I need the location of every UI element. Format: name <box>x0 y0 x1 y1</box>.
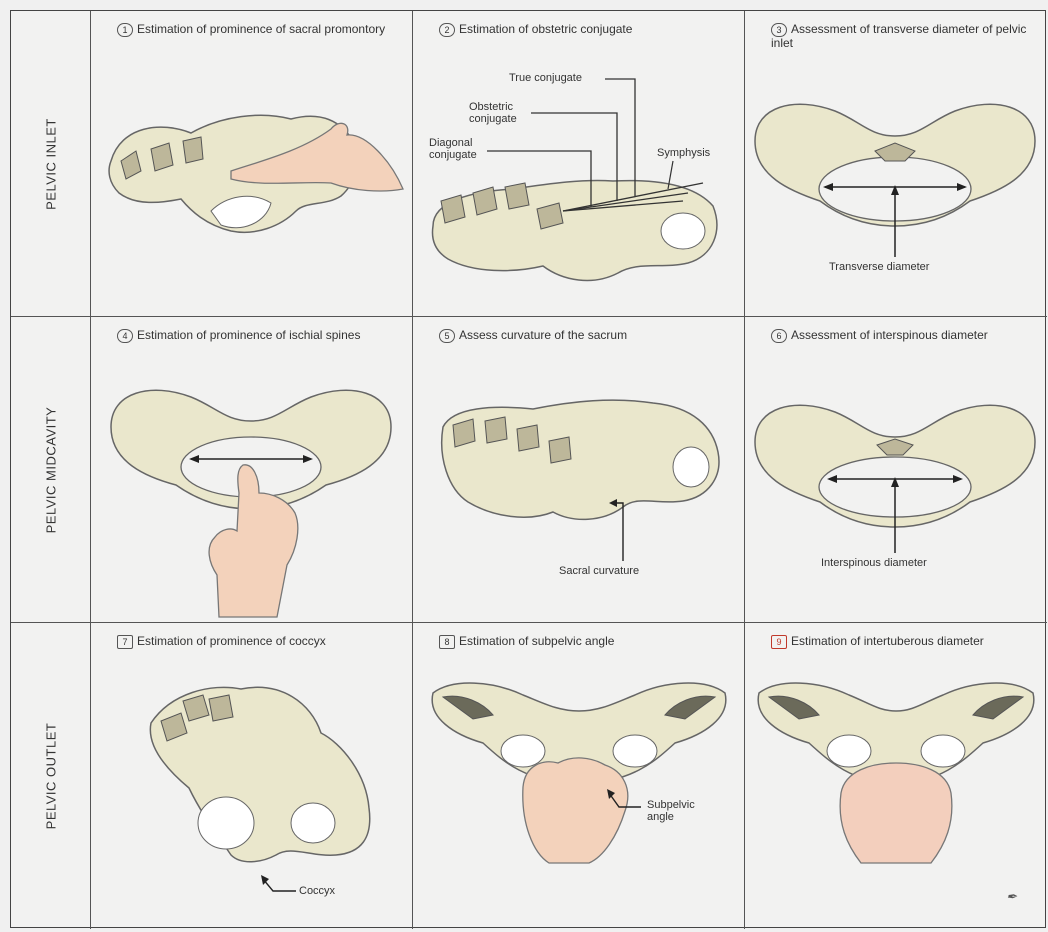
sacrum-side-with-hand-illustration <box>91 11 413 317</box>
pelvis-oblique-illustration <box>91 623 413 929</box>
label-subpelvic-angle: Subpelvic angle <box>647 799 703 823</box>
label-obstetric-conjugate: Obstetric conjugate <box>469 101 533 125</box>
sacrum-sagittal-illustration <box>413 317 745 623</box>
pelvis-sagittal-illustration <box>413 11 745 317</box>
label-interspinous-diameter: Interspinous diameter <box>821 557 927 569</box>
pelvis-frontal-with-hand-illustration <box>91 317 413 623</box>
label-coccyx: Coccyx <box>299 885 335 897</box>
label-transverse-diameter: Transverse diameter <box>829 261 929 273</box>
label-diagonal-conjugate: Diagonal conjugate <box>429 137 493 161</box>
pelvis-inferior-with-fist-illustration <box>413 623 745 929</box>
row-label-cell-inlet: PELVIC INLET <box>11 11 91 317</box>
row-label-pelvic-inlet: PELVIC INLET <box>43 118 58 210</box>
row-label-cell-midcavity: PELVIC MIDCAVITY <box>11 317 91 623</box>
artist-signature: ✒ <box>1006 890 1017 905</box>
label-sacral-curvature: Sacral curvature <box>559 565 639 577</box>
pelvis-inferior-with-fist-illustration <box>745 623 1047 929</box>
label-symphysis: Symphysis <box>657 147 710 159</box>
row-label-pelvic-midcavity: PELVIC MIDCAVITY <box>43 406 58 533</box>
pelvis-frontal-illustration <box>745 317 1047 623</box>
row-label-cell-outlet: PELVIC OUTLET <box>11 623 91 929</box>
label-true-conjugate: True conjugate <box>509 72 582 84</box>
row-label-pelvic-outlet: PELVIC OUTLET <box>43 723 58 830</box>
